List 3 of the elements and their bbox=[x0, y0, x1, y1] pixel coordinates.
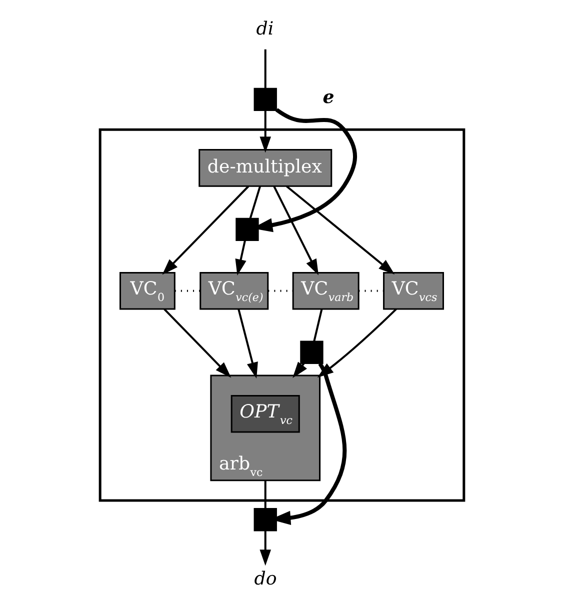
node-text: di bbox=[256, 18, 274, 40]
node-label: e bbox=[322, 86, 334, 108]
node-text: do bbox=[254, 568, 276, 590]
